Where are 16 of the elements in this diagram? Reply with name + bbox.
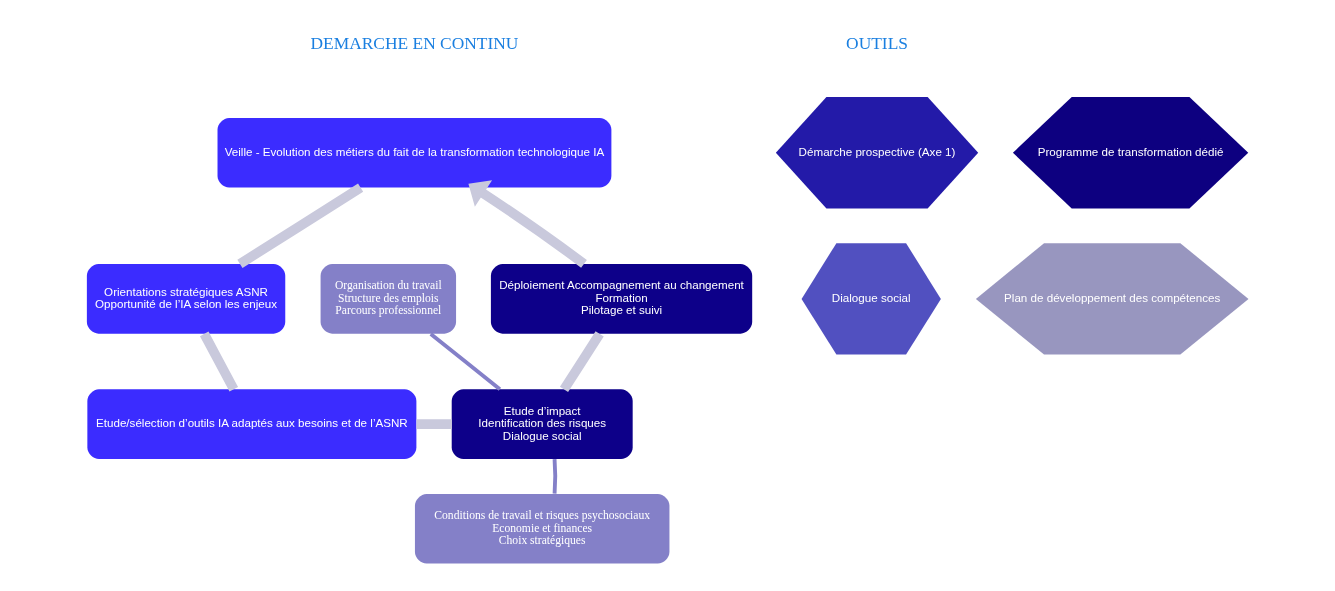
connector xyxy=(416,419,452,430)
node-box: Déploiement Accompagnement au changement Formation Pilotage et suivi xyxy=(490,264,752,334)
connector xyxy=(429,332,501,391)
label: OUTILS xyxy=(845,33,908,54)
node-box: Conditions de travail et risques psychosociaux Economie et finances Choix stratégiques xyxy=(414,493,669,564)
node-box: Etude d’impact Identification des risques Dialogue social xyxy=(451,389,633,460)
node-box: Etude/sélection d’outils IA adaptés aux besoins et de l’ASNR xyxy=(86,389,416,460)
connector xyxy=(559,331,604,392)
connector xyxy=(199,331,238,392)
node-box: Orientations stratégiques ASNR Opportunité de l’IA selon les enjeux xyxy=(86,264,285,334)
node-box: Organisation du travail Structure des emplois Parcours professionnel xyxy=(320,264,456,334)
label: DEMARCHE EN CONTINU xyxy=(310,33,518,54)
connector xyxy=(236,183,363,268)
connector xyxy=(552,458,557,494)
node-box: Veille - Evolution des métiers du fait de la transformation technologique IA xyxy=(217,117,611,188)
arrow xyxy=(467,180,587,268)
